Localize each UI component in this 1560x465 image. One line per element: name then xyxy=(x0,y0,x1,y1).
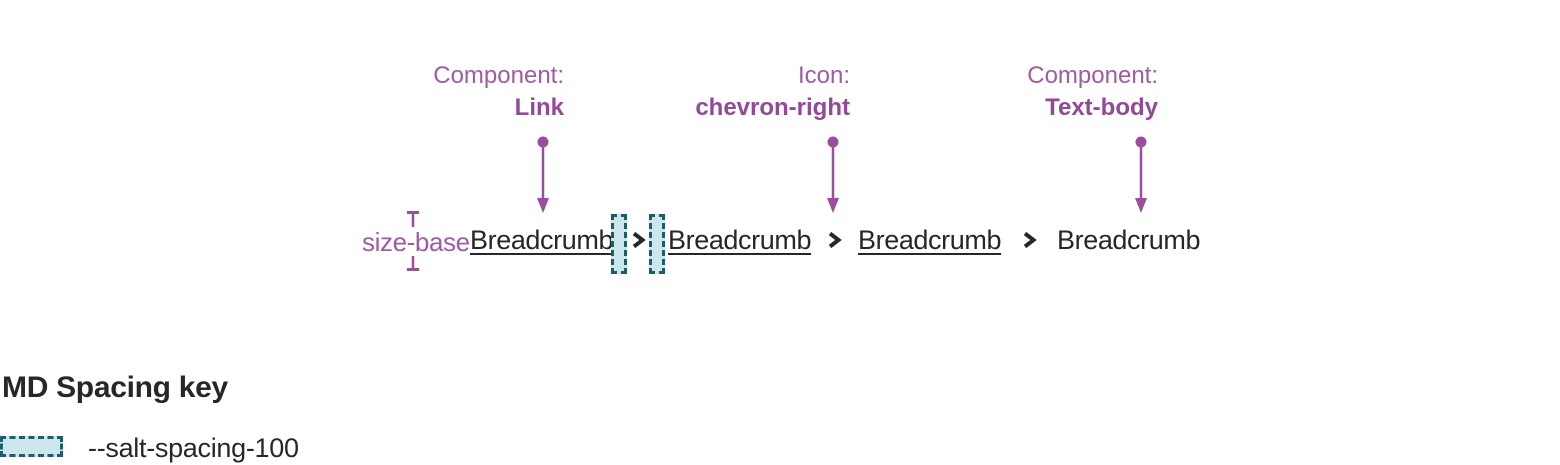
spacing-indicator xyxy=(611,214,627,274)
annotation-prefix: Component: xyxy=(433,62,564,89)
annotation-value: Text-body xyxy=(1045,94,1158,121)
annotation-label-text-body: Component: Text-body xyxy=(938,60,1158,124)
arrow-down-icon xyxy=(536,136,550,219)
annotation-label-link: Component: Link xyxy=(344,60,564,124)
annotation-prefix: Component: xyxy=(1027,62,1158,89)
breadcrumb-link[interactable]: Breadcrumb xyxy=(668,225,812,255)
spacing-key-swatch xyxy=(0,436,63,457)
breadcrumb-current: Breadcrumb xyxy=(1057,225,1201,255)
spacing-indicator xyxy=(649,214,665,274)
chevron-right-icon xyxy=(1021,231,1037,249)
annotation-label-chevron-right: Icon: chevron-right xyxy=(630,60,850,124)
breadcrumb-link[interactable]: Breadcrumb xyxy=(470,225,614,255)
chevron-right-icon xyxy=(826,231,842,249)
arrow-down-icon xyxy=(1134,136,1148,219)
annotation-value: Link xyxy=(514,94,564,121)
annotation-prefix: Icon: xyxy=(797,62,850,89)
arrow-down-icon xyxy=(826,136,840,219)
chevron-right-icon xyxy=(630,231,646,249)
annotation-value: chevron-right xyxy=(695,94,850,121)
size-bracket-icon xyxy=(406,211,420,276)
size-base-label: size-base xyxy=(362,227,470,257)
spacing-key-title: MD Spacing key xyxy=(2,371,228,404)
breadcrumb-link[interactable]: Breadcrumb xyxy=(858,225,1002,255)
spacing-key-token: --salt-spacing-100 xyxy=(88,433,299,463)
